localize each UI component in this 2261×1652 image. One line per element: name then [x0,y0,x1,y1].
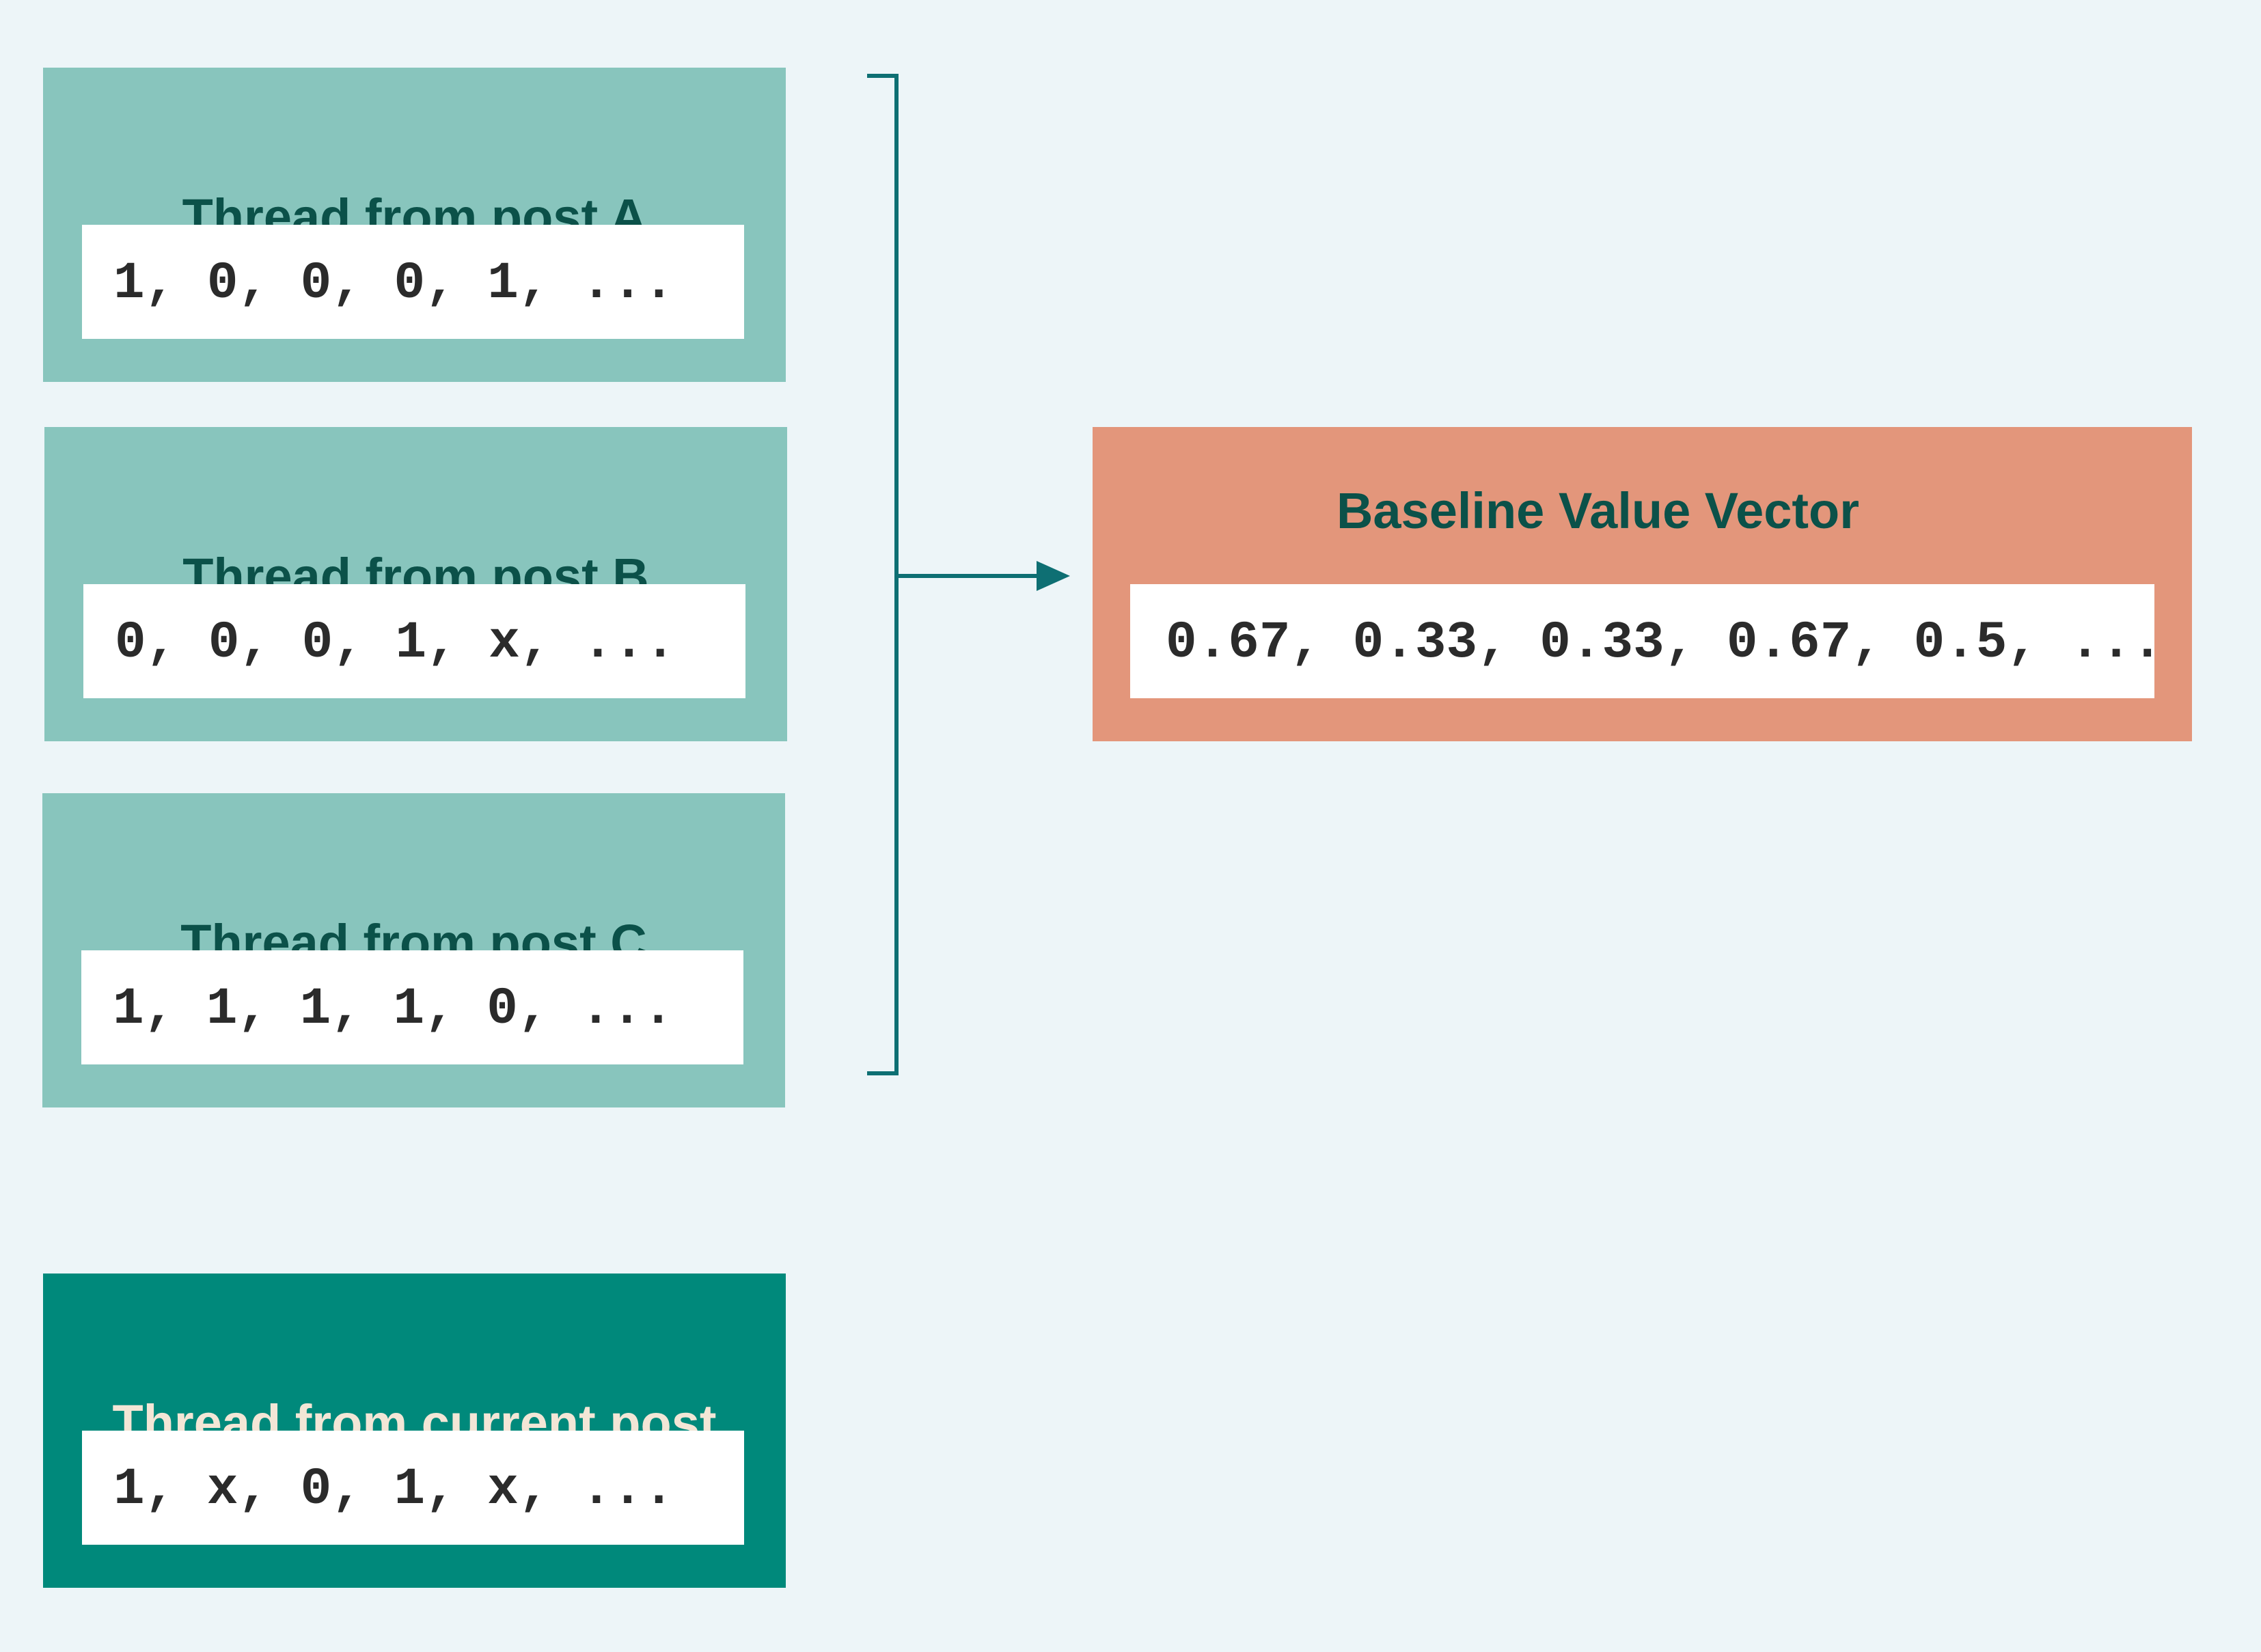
thread-card-b: Thread from post B 0, 0, 0, 1, x, ... [44,427,787,741]
baseline-title: Baseline Value Vector [1336,482,1860,539]
thread-vector-a: 1, 0, 0, 0, 1, ... [82,225,744,339]
thread-vector-b: 0, 0, 0, 1, x, ... [83,584,745,698]
baseline-card: Baseline Value Vector 0.67, 0.33, 0.33, … [1093,427,2192,741]
arrow-head [1037,561,1070,591]
thread-vector-c: 1, 1, 1, 1, 0, ... [81,950,743,1064]
current-thread-card: Thread from current post 1, x, 0, 1, x, … [43,1274,786,1588]
thread-card-c: Thread from post C 1, 1, 1, 1, 0, ... [42,793,785,1107]
current-thread-vector: 1, x, 0, 1, x, ... [82,1431,744,1545]
thread-card-a: Thread from post A 1, 0, 0, 0, 1, ... [43,68,786,382]
baseline-vector: 0.67, 0.33, 0.33, 0.67, 0.5, ... [1130,584,2154,698]
grouping-bracket [867,74,899,1075]
